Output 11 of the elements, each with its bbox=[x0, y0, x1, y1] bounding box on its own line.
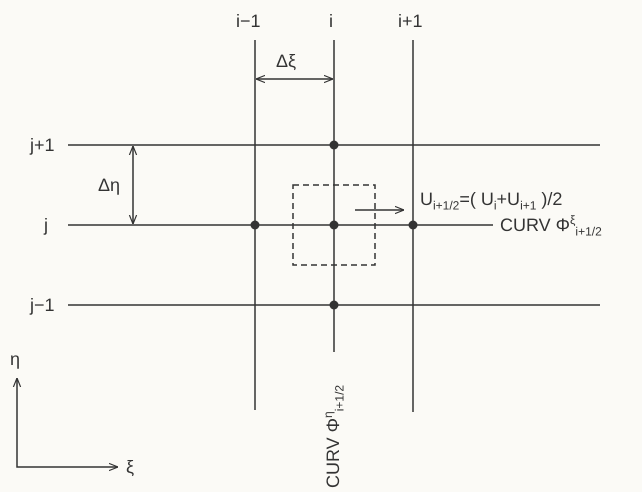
index-label: i+1 bbox=[398, 12, 423, 30]
index-label: j bbox=[44, 216, 48, 234]
dimension-label: Δξ bbox=[276, 52, 296, 70]
index-label: j−1 bbox=[30, 296, 55, 314]
axis-label: ξ bbox=[126, 458, 134, 476]
axis-label: η bbox=[10, 350, 20, 368]
dimension-label: Δη bbox=[98, 176, 120, 194]
index-label: i bbox=[329, 12, 333, 30]
index-label: j+1 bbox=[30, 136, 55, 154]
formula-label: U$_{i+1/2}$=( U$_{i}$+U$_{i+1}$ )/2 bbox=[420, 190, 562, 212]
index-label: i−1 bbox=[236, 12, 261, 30]
